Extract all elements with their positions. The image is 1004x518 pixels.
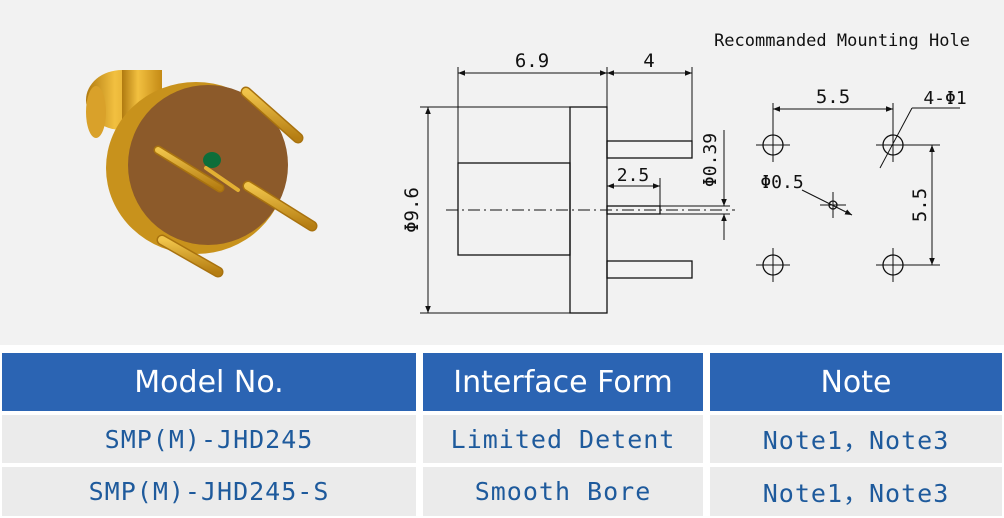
dim-center-pin-length: 2.5 (617, 165, 650, 186)
technical-drawing: 6.9 4 Φ9.6 Φ0.39 2.5 Recommanded Mountin… (0, 0, 1004, 345)
drawing-canvas: 6.9 4 Φ9.6 Φ0.39 2.5 Recommanded Mountin… (86, 31, 970, 314)
dim-pin-length: 4 (643, 50, 654, 72)
dim-hole-pitch-y: 5.5 (909, 188, 931, 222)
dim-length: 6.9 (515, 50, 549, 72)
mounting-hole-pattern (756, 103, 960, 282)
spec-table: Model No. Interface Form Note SMP(M)-JHD… (0, 350, 1004, 518)
header-interface-form: Interface Form (423, 353, 703, 411)
cell-interface-form-row-2: Smooth Bore (423, 467, 703, 516)
cell-note-row-2: Note1，Note3 (710, 467, 1002, 516)
mounting-hole-title: Recommanded Mounting Hole (714, 31, 970, 51)
dim-pin-diameter: Φ0.39 (700, 133, 721, 187)
cell-note-row-1: Note1，Note3 (710, 415, 1002, 463)
dim-hole-pitch-x: 5.5 (816, 86, 850, 108)
header-note: Note (710, 353, 1002, 411)
side-view (420, 67, 735, 314)
cell-interface-form-row-1: Limited Detent (423, 415, 703, 463)
cell-model-no-row-2: SMP(M)-JHD245-S (2, 467, 416, 516)
header-model-no: Model No. (2, 353, 416, 411)
connector-render (86, 70, 318, 278)
cell-model-no-row-1: SMP(M)-JHD245 (2, 415, 416, 463)
dim-diameter: Φ9.6 (401, 187, 423, 233)
dim-center-hole: Φ0.5 (760, 172, 803, 193)
dim-hole-diameter: 4-Φ1 (923, 88, 966, 109)
